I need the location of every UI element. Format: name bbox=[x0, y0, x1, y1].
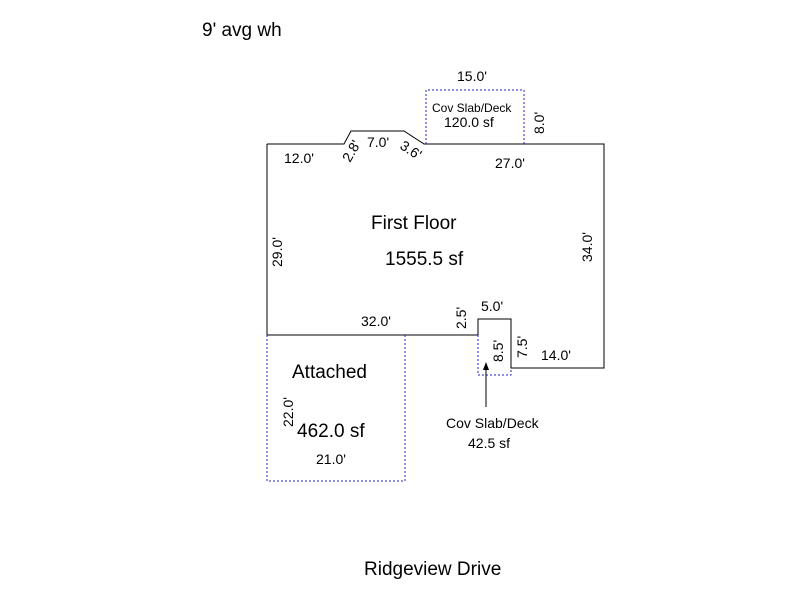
deck-top-dim-depth: 8.0' bbox=[531, 112, 547, 134]
dim-bay-top: 7.0' bbox=[367, 134, 389, 150]
dim-notch-right: 7.5' bbox=[514, 336, 530, 358]
leader-arrowhead-icon bbox=[483, 362, 489, 370]
deck-small-area: 42.5 sf bbox=[468, 435, 510, 451]
deck-small-dim-depth: 8.5' bbox=[490, 340, 506, 362]
garage-outline bbox=[266, 335, 406, 482]
dim-bottom-mid: 32.0' bbox=[361, 313, 391, 329]
dim-bottom-right: 14.0' bbox=[541, 347, 571, 363]
dim-notch-top: 5.0' bbox=[481, 298, 503, 314]
dim-notch-side: 2.5' bbox=[453, 307, 469, 329]
dim-bay-left: 2.8' bbox=[339, 137, 364, 164]
garage-dim-bottom: 21.0' bbox=[316, 451, 346, 467]
garage-label: Attached bbox=[292, 362, 367, 383]
garage-dim-side: 22.0' bbox=[280, 397, 296, 427]
dim-top-right: 27.0' bbox=[495, 155, 525, 171]
deck-small-label: Cov Slab/Deck bbox=[446, 415, 540, 431]
dim-right: 34.0' bbox=[579, 232, 595, 262]
garage-area: 462.0 sf bbox=[297, 421, 365, 442]
dim-bay-right: 3.6' bbox=[397, 137, 424, 162]
deck-top-dim-width: 15.0' bbox=[457, 68, 487, 84]
dim-left: 29.0' bbox=[269, 237, 285, 267]
first-floor-label: First Floor bbox=[371, 213, 457, 234]
first-floor-area: 1555.5 sf bbox=[385, 249, 464, 270]
deck-top-area: 120.0 sf bbox=[444, 114, 494, 130]
deck-small-outline bbox=[477, 335, 512, 376]
wall-height-note: 9' avg wh bbox=[202, 20, 282, 41]
dim-top-left: 12.0' bbox=[284, 150, 314, 166]
deck-top-label: Cov Slab/Deck bbox=[432, 101, 512, 115]
street-name: Ridgeview Drive bbox=[364, 559, 501, 580]
